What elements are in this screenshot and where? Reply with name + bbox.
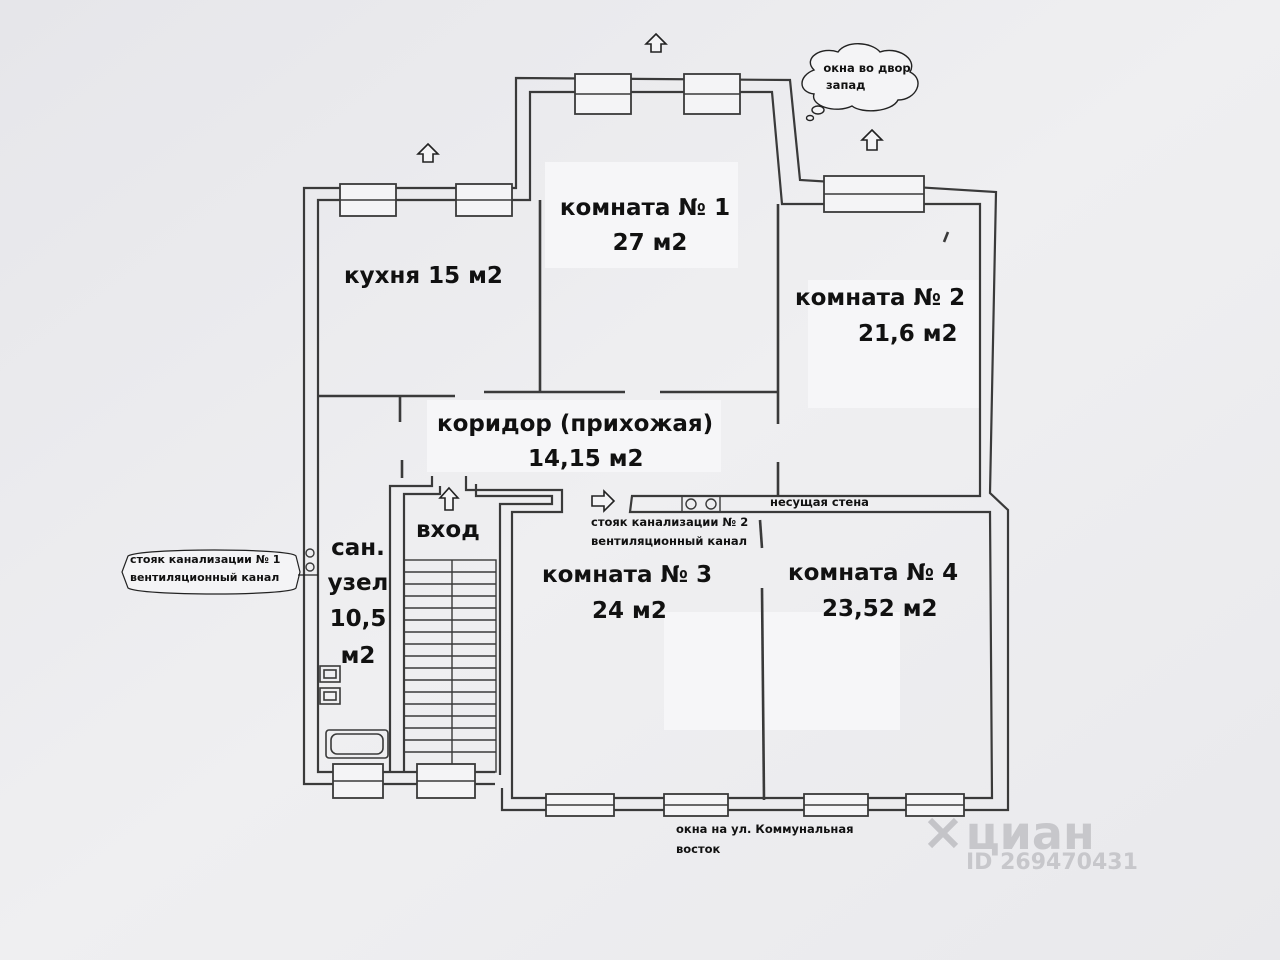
arrow-up-icon [416, 142, 440, 163]
riser2-line2: вентиляционный канал [591, 534, 748, 548]
east-note-line1: окна на ул. Коммунальная [676, 822, 854, 836]
west-cloud-line2: запад [826, 78, 866, 92]
watermark-logo: циан [926, 806, 1095, 860]
room4-area: 23,52 м2 [822, 596, 938, 622]
bathroom-area: 10,5 [329, 606, 387, 632]
room2-name: комната № 2 [795, 285, 966, 311]
room2-area: 21,6 м2 [858, 321, 958, 347]
room1-area: 27 м2 [612, 230, 688, 256]
room1-name: комната № 1 [559, 195, 731, 221]
corridor-area: 14,15 м2 [528, 446, 644, 472]
watermark-brand: циан [965, 806, 1095, 860]
bathroom-line1: сан. [331, 535, 385, 561]
room3-name: комната № 3 [542, 562, 713, 588]
entrance-label: вход [416, 517, 480, 543]
interior-walls [318, 200, 950, 801]
room4-name: комната № 4 [788, 560, 959, 586]
thought-cloud [801, 43, 919, 122]
cian-logo-icon [927, 817, 959, 849]
direction-arrows [416, 32, 884, 513]
riser1-callout [121, 549, 301, 595]
riser1-line1: стояк канализации № 1 [130, 553, 281, 566]
watermark-id: ID 269470431 [966, 850, 1138, 875]
riser1-line2: вентиляционный канал [130, 571, 280, 584]
arrow-up-icon [644, 32, 668, 53]
arrow-right-icon [591, 489, 616, 513]
bathroom-unit: м2 [340, 643, 376, 669]
arrow-up-icon [438, 486, 460, 511]
window-mullions [333, 93, 964, 806]
kitchen-label: кухня 15 м2 [344, 263, 503, 289]
corridor-name: коридор (прихожая) [437, 411, 714, 437]
room3-area: 24 м2 [592, 598, 667, 624]
bathroom-line2: узел [327, 570, 389, 596]
bathroom-fixtures [319, 665, 389, 759]
stairs [403, 559, 497, 773]
label-patches [427, 162, 980, 730]
bearing-wall-label: несущая стена [770, 495, 869, 509]
east-note-line2: восток [676, 842, 721, 856]
west-cloud-line1: окна во двор [823, 61, 911, 75]
riser-circles [305, 495, 721, 572]
riser2-line1: стояк канализации № 2 [591, 515, 749, 529]
arrow-up-icon [860, 128, 884, 151]
